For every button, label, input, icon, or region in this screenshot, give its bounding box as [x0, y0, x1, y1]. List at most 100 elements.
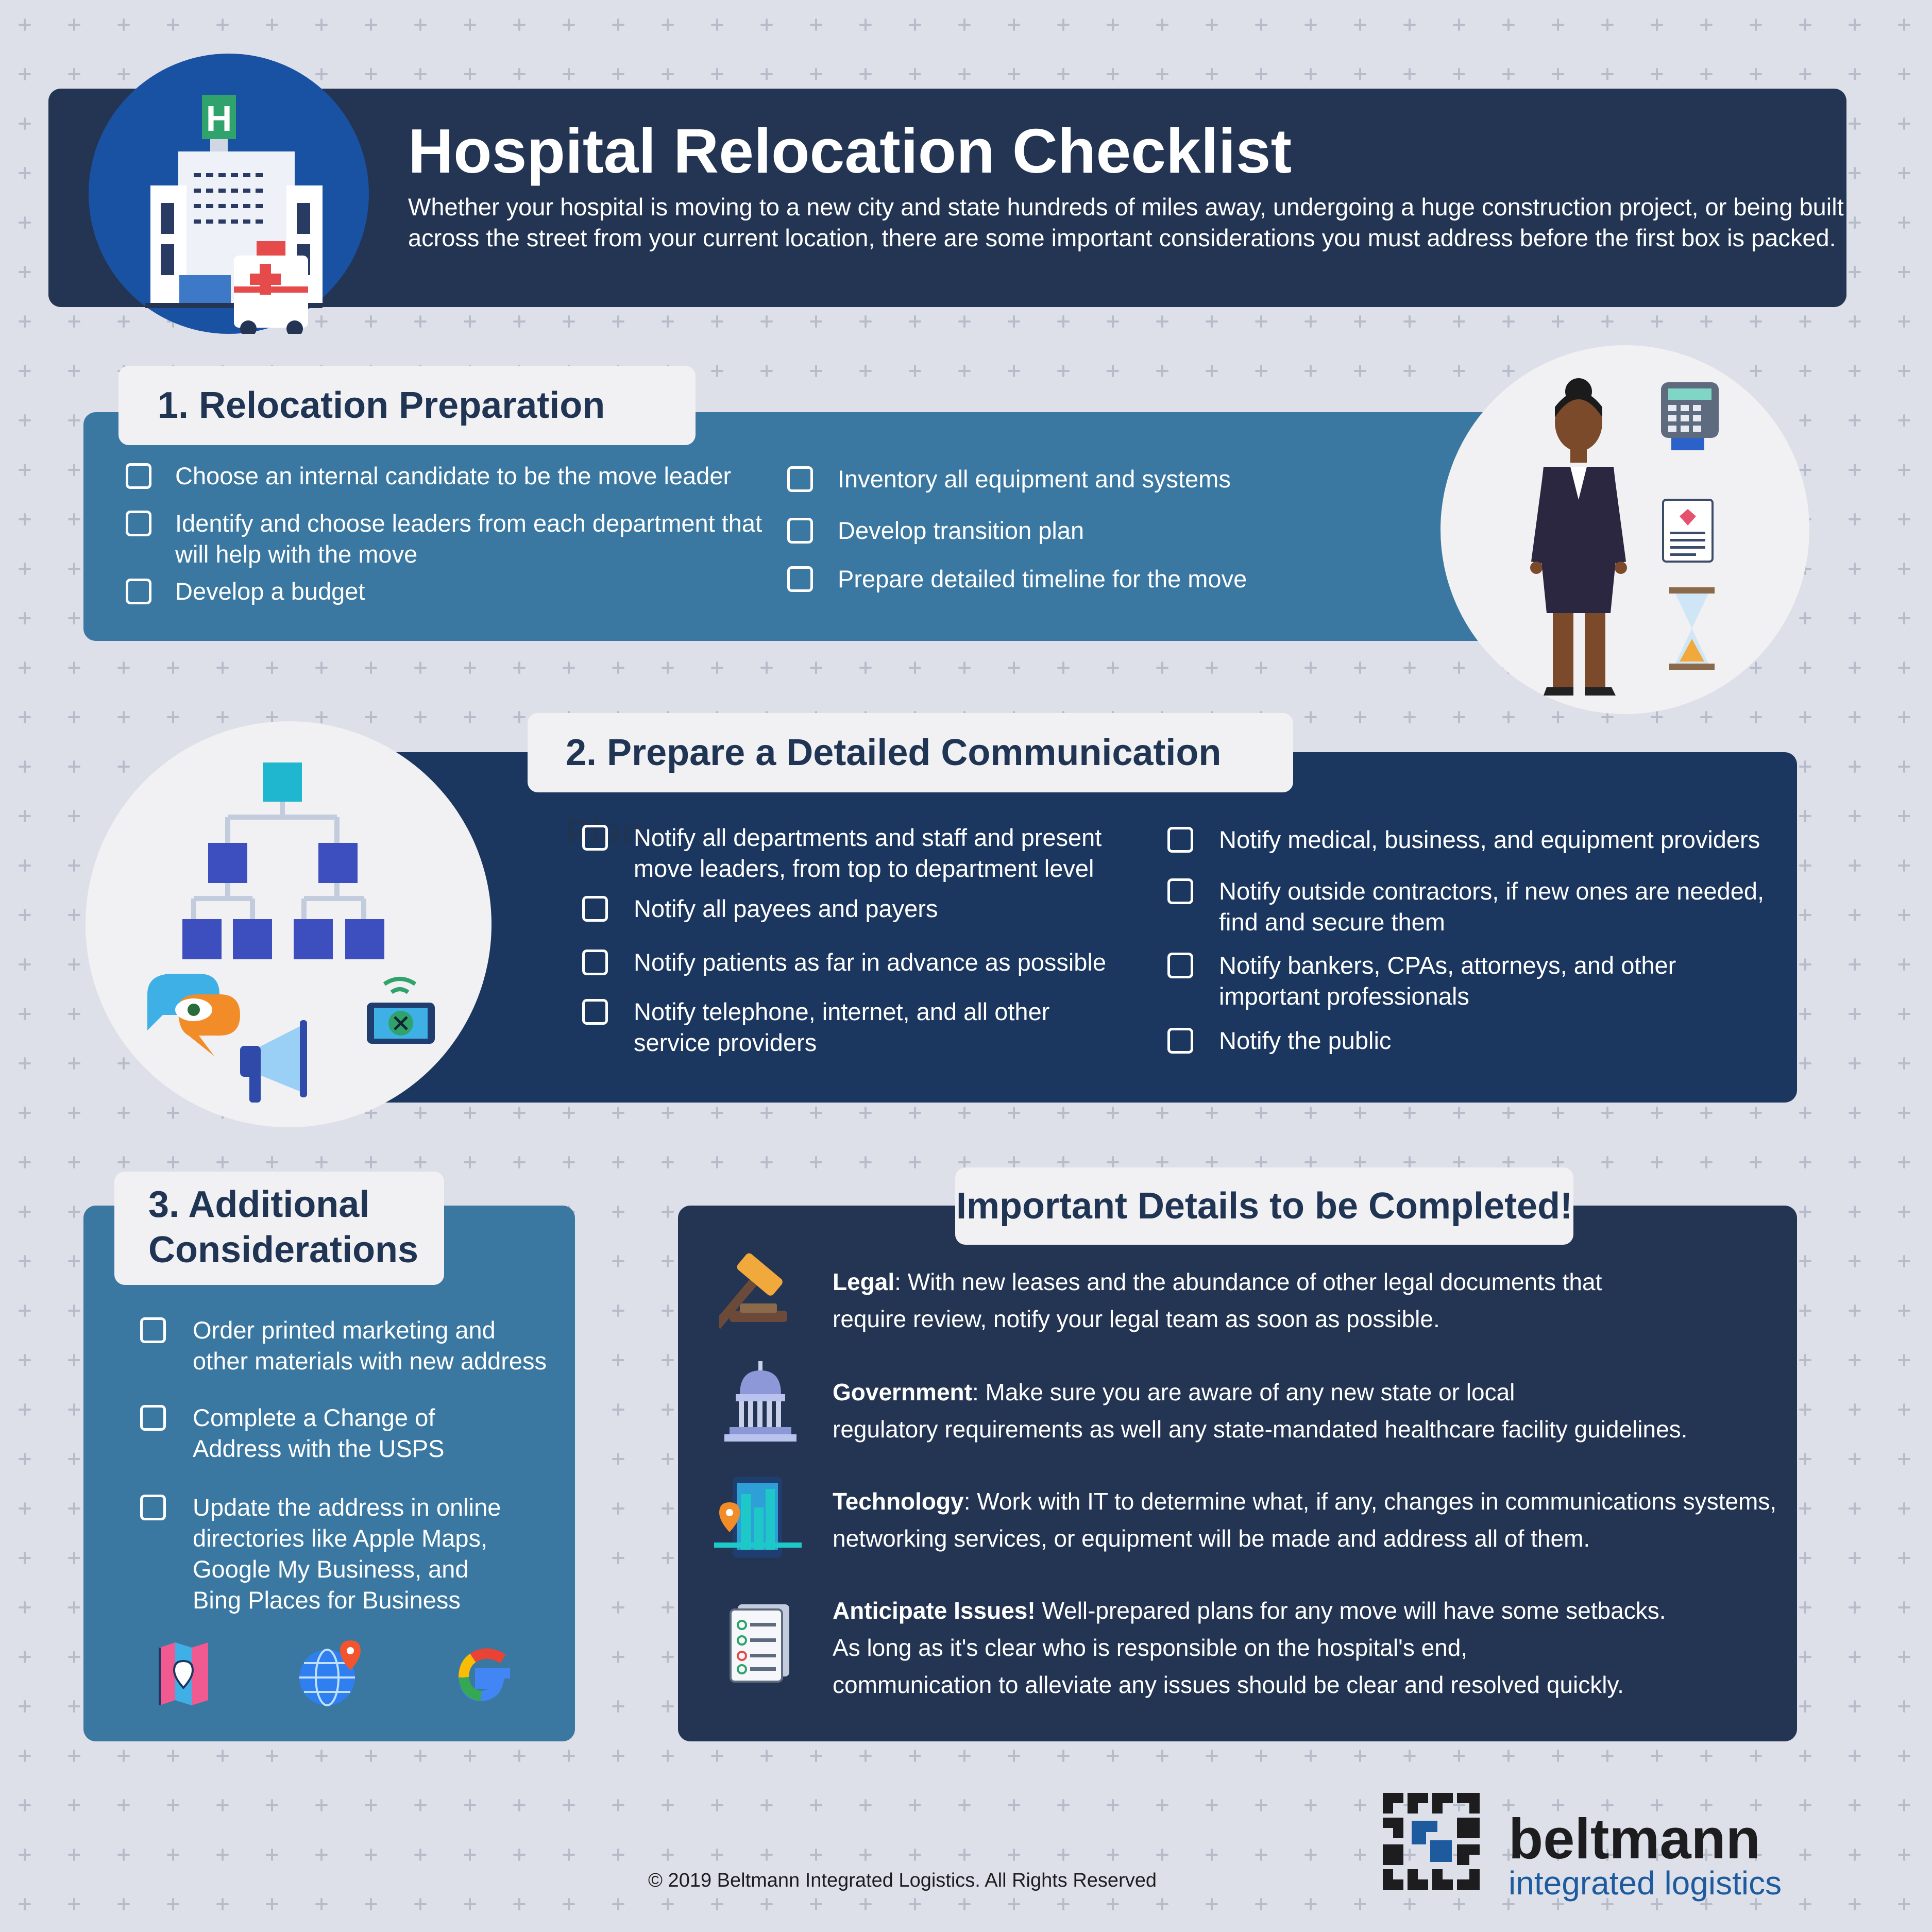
wireless-device-icon	[367, 977, 435, 1044]
checkbox[interactable]	[140, 1495, 166, 1520]
card-reader-icon	[1661, 382, 1719, 450]
checkbox[interactable]	[126, 579, 151, 604]
detail-separator: :	[963, 1488, 977, 1515]
section1-title-tab: 1. Relocation Preparation	[118, 366, 696, 445]
detail-label: Technology	[833, 1488, 964, 1515]
detail-label: Legal	[833, 1268, 895, 1295]
checkbox[interactable]	[787, 466, 813, 492]
checkbox[interactable]	[582, 825, 608, 851]
checklist-item-text: Inventory all equipment and systems	[838, 465, 1231, 493]
globe-pin-icon	[299, 1640, 361, 1706]
checklist-item-text: service providers	[634, 1029, 817, 1056]
detail-text: networking services, or equipment will b…	[833, 1525, 1590, 1552]
checkbox[interactable]	[582, 896, 608, 922]
checklist-item-text: directories like Apple Maps,	[193, 1524, 488, 1552]
checkbox[interactable]	[787, 518, 813, 544]
section1-panel	[83, 412, 1629, 641]
checklist-item-text: move leaders, from top to department lev…	[634, 855, 1094, 882]
intro-line-1: Whether your hospital is moving to a new…	[408, 193, 1844, 221]
checklist-item-text: Notify all payees and payers	[634, 895, 938, 922]
checkbox[interactable]	[1167, 827, 1193, 853]
checklist-item-text: Choose an internal candidate to be the m…	[175, 462, 732, 489]
checkbox[interactable]	[1167, 1028, 1193, 1054]
checkbox[interactable]	[140, 1405, 166, 1431]
communication-illustration-circle	[86, 721, 492, 1127]
checklist-item-text: Bing Places for Business	[193, 1586, 461, 1614]
detail-text: regulatory requirements as well any stat…	[833, 1416, 1688, 1443]
svg-text:H: H	[206, 98, 232, 139]
checklist-item-text: Notify the public	[1219, 1027, 1392, 1054]
medical-document-icon	[1662, 499, 1714, 563]
detail-separator: :	[894, 1268, 908, 1295]
gavel-icon	[713, 1247, 812, 1329]
detail-label: Government	[833, 1379, 972, 1405]
checklist-item-text: Notify bankers, CPAs, attorneys, and oth…	[1219, 952, 1676, 979]
megaphone-icon	[240, 1020, 307, 1103]
detail-first-line: Legal: With new leases and the abundance…	[833, 1263, 1602, 1300]
detail-text: communication to alleviate any issues sh…	[833, 1671, 1624, 1698]
details-title-tab: Important Details to be Completed!	[955, 1167, 1573, 1245]
section1-title: 1. Relocation Preparation	[158, 385, 605, 426]
checklist-item-text: Develop a budget	[175, 578, 365, 605]
checkbox[interactable]	[126, 511, 151, 536]
checklist-item-text: important professionals	[1219, 982, 1469, 1010]
detail-text: Work with IT to determine what, if any, …	[977, 1488, 1777, 1515]
checkbox[interactable]	[1167, 953, 1193, 978]
hourglass-icon	[1669, 587, 1715, 670]
detail-separator	[1036, 1597, 1042, 1624]
checklist-item-text: will help with the move	[175, 540, 418, 568]
businesswoman-icon	[1530, 378, 1627, 696]
detail-first-line: Government: Make sure you are aware of a…	[833, 1374, 1515, 1411]
brand-tagline: integrated logistics	[1509, 1865, 1782, 1902]
checkbox[interactable]	[1167, 878, 1193, 904]
checklist-item-text: Notify all departments and staff and pre…	[634, 824, 1102, 851]
detail-separator: :	[972, 1379, 986, 1405]
section3-title-line-1: 3. Additional	[148, 1184, 370, 1225]
checklist-icon	[726, 1602, 793, 1685]
planning-illustration-circle	[1440, 345, 1809, 714]
checkbox[interactable]	[582, 999, 608, 1025]
checklist-item-text: Notify medical, business, and equipment …	[1219, 826, 1760, 853]
copyright: © 2019 Beltmann Integrated Logistics. Al…	[648, 1870, 1157, 1891]
checklist-item-text: Notify patients as far in advance as pos…	[634, 948, 1107, 976]
section3-icon-row	[155, 1640, 526, 1707]
checkbox[interactable]	[140, 1317, 166, 1343]
details-panel	[678, 1206, 1797, 1741]
chat-bubbles-icon	[147, 974, 240, 1056]
checklist-item-text: Address with the USPS	[193, 1435, 445, 1462]
checklist-item-text: Prepare detailed timeline for the move	[838, 565, 1247, 592]
hospital-icon: H	[145, 95, 323, 337]
checklist-item-text: other materials with new address	[193, 1347, 547, 1375]
detail-text: require review, notify your legal team a…	[833, 1306, 1440, 1332]
checklist-item-text: Order printed marketing and	[193, 1316, 496, 1344]
google-logo-icon	[459, 1648, 510, 1702]
section3-title-line-2: Considerations	[148, 1229, 419, 1270]
detail-label: Anticipate Issues!	[833, 1597, 1036, 1624]
section2-title-tab: 2. Prepare a Detailed Communication Plan	[528, 713, 1293, 853]
checklist-item-text: Google My Business, and	[193, 1555, 469, 1583]
hospital-illustration-circle: H	[89, 54, 369, 337]
checklist-item-text: Develop transition plan	[838, 517, 1084, 544]
details-title: Important Details to be Completed!	[956, 1185, 1573, 1227]
page-title: Hospital Relocation Checklist	[408, 116, 1292, 186]
detail-text: Well-prepared plans for any move will ha…	[1042, 1597, 1666, 1624]
checklist-item-text: Notify outside contractors, if new ones …	[1219, 877, 1765, 905]
beltmann-logo-icon	[1381, 1791, 1482, 1892]
checklist-item-text: find and secure them	[1219, 908, 1445, 936]
intro-line-2: across the street from your current loca…	[408, 224, 1836, 251]
checkbox[interactable]	[582, 950, 608, 975]
phone-city-icon	[714, 1473, 802, 1561]
capitol-icon	[724, 1358, 796, 1446]
checkbox[interactable]	[126, 463, 151, 489]
detail-first-line: Technology: Work with IT to determine wh…	[833, 1483, 1776, 1520]
checklist-item-text: Complete a Change of	[193, 1404, 435, 1431]
detail-text: As long as it's clear who is responsible…	[833, 1634, 1468, 1661]
section2-title: 2. Prepare a Detailed Communication Plan	[566, 732, 1222, 853]
checklist-item-text: Notify telephone, internet, and all othe…	[634, 998, 1050, 1025]
section3-title-tab: 3. Additional Considerations	[114, 1172, 444, 1285]
checklist-item-text: Update the address in online	[193, 1494, 501, 1521]
detail-text: Make sure you are aware of any new state…	[985, 1379, 1515, 1405]
section2-panel	[319, 752, 1797, 1103]
org-chart-icon	[182, 762, 384, 959]
checkbox[interactable]	[787, 566, 813, 592]
